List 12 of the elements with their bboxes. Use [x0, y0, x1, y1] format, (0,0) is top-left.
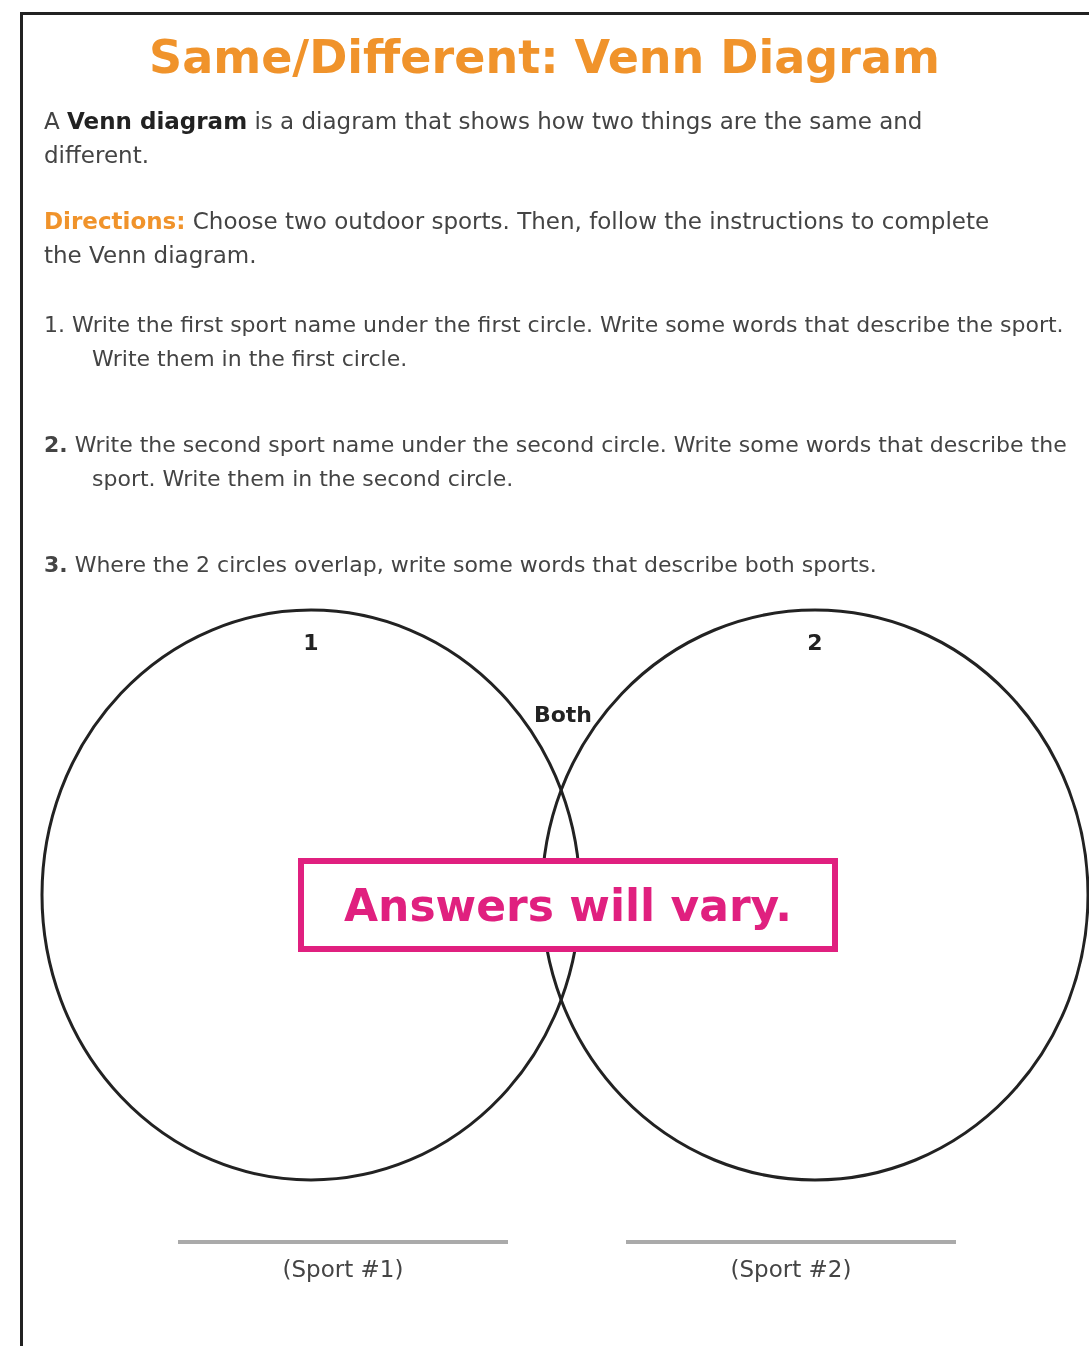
worksheet-title: Same/Different: Venn Diagram: [148, 30, 941, 84]
blank-caption: (Sport #1): [281, 1255, 405, 1284]
circle-number: 2: [806, 630, 824, 655]
circle-number: 1: [302, 630, 320, 655]
intro-paragraph: A Venn diagram is a diagram that shows how two things are the same and different.: [44, 107, 924, 170]
instruction-step: 1. Write the first sport name under the first circle. Write some words that describe the sport. Write them in the first circle.: [44, 308, 1082, 376]
directions-paragraph: Directions: Choose two outdoor sports. Then, follow the instructions to complete the Venn diagram.: [44, 207, 991, 270]
blank-caption: (Sport #2): [729, 1255, 853, 1284]
overlap-label: Both: [532, 702, 594, 727]
instruction-step: 3. Where the 2 circles overlap, write some words that describe both sports.: [44, 548, 1089, 582]
instruction-step: 2. Write the second sport name under the second circle. Write some words that describe the sport. Write them in the second circle.: [44, 428, 1082, 496]
answer-box: Answers will vary.: [298, 858, 838, 952]
